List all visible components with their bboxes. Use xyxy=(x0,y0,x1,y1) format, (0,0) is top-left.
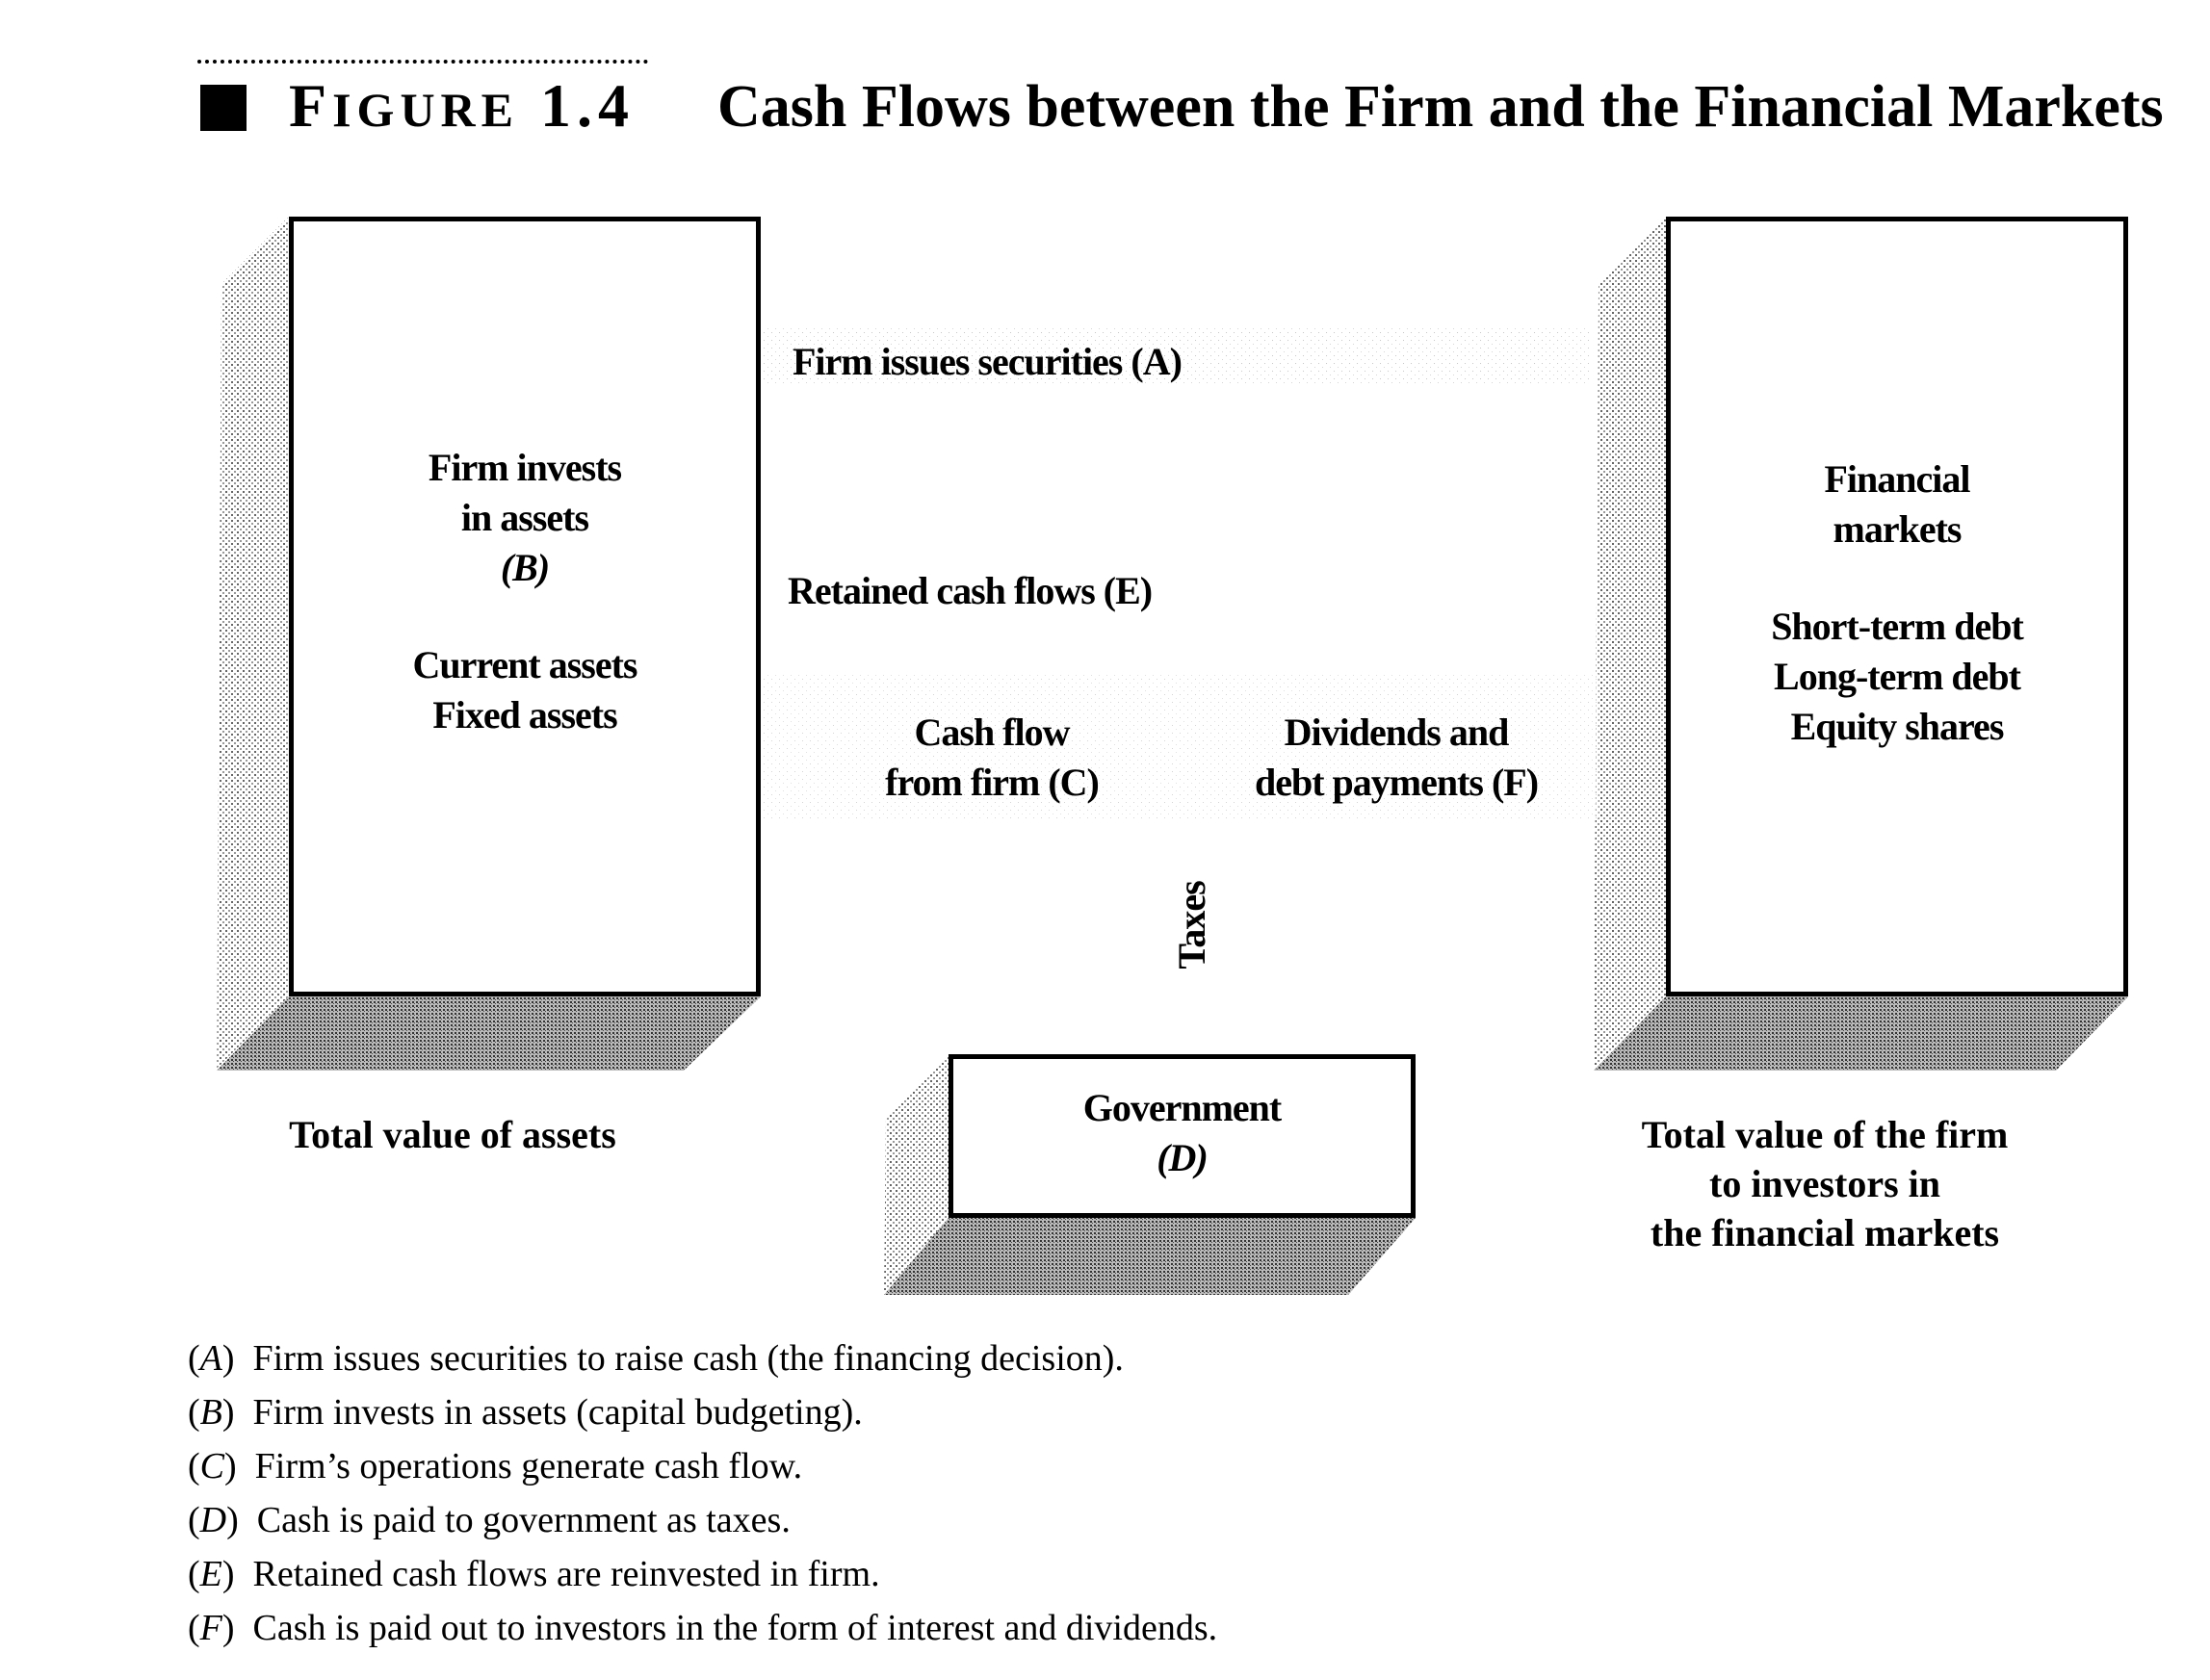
markets-box-line2: markets xyxy=(1833,507,1963,551)
markets-box-line4: Long-term debt xyxy=(1774,655,2021,698)
legend-key: C xyxy=(199,1446,225,1486)
firm-box-bottom-shadow xyxy=(217,996,761,1071)
legend-text: Firm’s operations generate cash flow. xyxy=(254,1446,803,1486)
legend-text: Cash is paid to government as taxes. xyxy=(256,1500,791,1540)
figure-label-rest: IGURE xyxy=(332,83,520,137)
figure-label: FIGURE 1.4 xyxy=(289,75,635,137)
markets-box-line1: Financial xyxy=(1824,457,1970,501)
header-dotted-rule xyxy=(197,60,648,64)
legend-text: Cash is paid out to investors in the for… xyxy=(252,1608,1218,1648)
legend-item-d: (D) Cash is paid to government as taxes. xyxy=(188,1500,791,1540)
legend-item-f: (F) Cash is paid out to investors in the… xyxy=(188,1608,1218,1648)
flow-band-ef xyxy=(761,674,1599,818)
firm-box-line4: Current assets xyxy=(412,643,637,686)
gov-box-side-shadow xyxy=(884,1054,949,1295)
markets-box-side-shadow xyxy=(1594,217,1666,1071)
figure-square-marker xyxy=(200,85,247,131)
caption-firm-value-line2: to investors in xyxy=(1709,1162,1940,1205)
legend-text: Firm invests in assets (capital budgetin… xyxy=(252,1392,863,1433)
gov-box-bottom-shadow xyxy=(884,1218,1416,1295)
legend-item-a: (A) Firm issues securities to raise cash… xyxy=(188,1338,1124,1379)
figure-number: 1.4 xyxy=(540,71,636,140)
government-box: Government (D) xyxy=(949,1054,1416,1218)
firm-assets-box: Firm invests in assets (B) Current asset… xyxy=(289,217,761,996)
flow-label-taxes: Taxes xyxy=(1170,881,1213,969)
flow-label-e: Retained cash flows (E) xyxy=(788,569,1153,612)
legend-item-e: (E) Retained cash flows are reinvested i… xyxy=(188,1554,880,1594)
flow-label-c-line1: Cash flow xyxy=(914,711,1070,754)
firm-box-line5: Fixed assets xyxy=(432,693,617,737)
caption-firm-value-line1: Total value of the firm xyxy=(1641,1113,2009,1156)
legend-text: Retained cash flows are reinvested in fi… xyxy=(252,1554,880,1594)
gov-box-line1: Government xyxy=(1082,1086,1283,1129)
flow-band-a xyxy=(761,327,1589,385)
markets-box-line5: Equity shares xyxy=(1790,705,2005,748)
legend-key: E xyxy=(199,1554,222,1594)
firm-box-side-shadow xyxy=(217,217,289,1069)
firm-box-line2: in assets xyxy=(460,496,589,539)
caption-total-assets: Total value of assets xyxy=(289,1113,616,1156)
flow-label-f-line1: Dividends and xyxy=(1284,711,1510,754)
legend-key: D xyxy=(199,1500,227,1540)
financial-markets-box: Financial markets Short-term debt Long-t… xyxy=(1666,217,2128,996)
markets-box-line3: Short-term debt xyxy=(1771,605,2024,648)
legend-key: B xyxy=(199,1392,222,1433)
markets-box-bottom-shadow xyxy=(1594,996,2128,1071)
flow-label-a: Firm issues securities (A) xyxy=(793,340,1183,383)
legend-key: F xyxy=(199,1608,222,1648)
caption-firm-value-line3: the financial markets xyxy=(1650,1211,2000,1254)
flow-label-c-line2: from firm (C) xyxy=(885,761,1100,804)
legend-item-c: (C) Firm’s operations generate cash flow… xyxy=(188,1446,803,1486)
flow-label-f-line2: debt payments (F) xyxy=(1254,761,1539,804)
firm-box-line1: Firm invests xyxy=(428,446,622,489)
legend-text: Firm issues securities to raise cash (th… xyxy=(252,1338,1124,1379)
figure-title: Cash Flows between the Firm and the Fina… xyxy=(717,74,2164,140)
legend: (A) Firm issues securities to raise cash… xyxy=(188,1331,1217,1655)
legend-key: A xyxy=(199,1338,222,1379)
figure-label-initial: F xyxy=(289,71,333,140)
legend-item-b: (B) Firm invests in assets (capital budg… xyxy=(188,1392,863,1433)
firm-box-line3: (B) xyxy=(500,546,550,589)
gov-box-line2: (D) xyxy=(1157,1136,1209,1179)
